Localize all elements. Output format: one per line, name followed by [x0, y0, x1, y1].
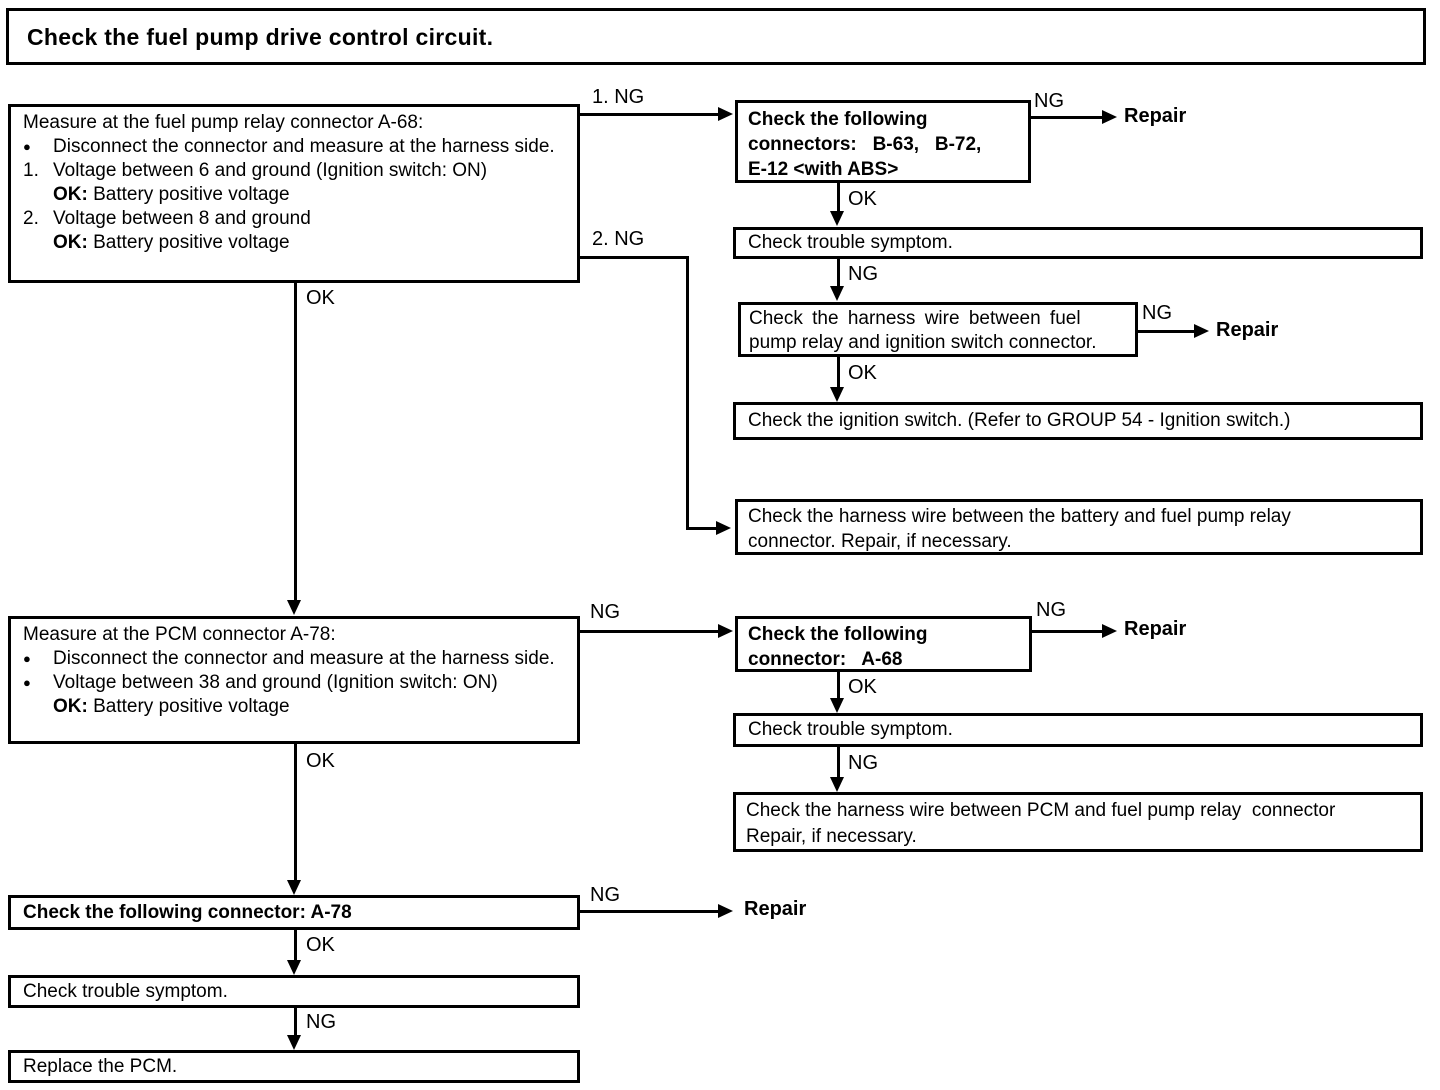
arrowhead-right-icon: [716, 521, 731, 535]
edge-label-ok: OK: [848, 188, 877, 210]
edge-label-ok: OK: [848, 676, 877, 698]
terminal-repair: Repair: [1216, 319, 1279, 341]
edge-label-ok: OK: [306, 934, 335, 956]
edge-line: [580, 910, 720, 913]
arrowhead-down-icon: [287, 960, 301, 975]
terminal-repair: Repair: [1124, 105, 1187, 127]
edge-label-1ng: 1. NG: [592, 86, 645, 108]
edge-line: [294, 930, 297, 962]
edge-label-ok: OK: [848, 362, 877, 384]
node-check-trouble-symptom-3: Check trouble symptom.: [8, 975, 580, 1008]
edge-label-ng: NG: [1034, 90, 1064, 112]
edge-line: [837, 672, 840, 699]
relay-heading: Measure at the fuel pump relay connector…: [23, 112, 424, 133]
arrowhead-down-icon: [830, 777, 844, 792]
edge-label-ng: NG: [590, 884, 620, 906]
pcm-ok: OK: Battery positive voltage: [53, 696, 290, 717]
arrowhead-down-icon: [830, 211, 844, 226]
arrowhead-right-icon: [1194, 324, 1209, 338]
arrowhead-right-icon: [718, 624, 733, 638]
edge-line: [294, 744, 297, 881]
pcm-bullet2: ● Voltage between 38 and ground (Ignitio…: [23, 672, 498, 693]
arrowhead-down-icon: [830, 387, 844, 402]
edge-label-ng: NG: [848, 752, 878, 774]
relay-bullet1: ● Disconnect the connector and measure a…: [23, 136, 555, 157]
terminal-repair: Repair: [744, 898, 807, 920]
terminal-repair: Repair: [1124, 618, 1187, 640]
relay-step1: 1. Voltage between 6 and ground (Ignitio…: [23, 160, 488, 181]
edge-line: [1032, 630, 1104, 633]
node-measure-relay: Measure at the fuel pump relay connector…: [8, 104, 580, 283]
pcm-bullet1: ● Disconnect the connector and measure a…: [23, 648, 555, 669]
node-check-trouble-symptom-2: Check trouble symptom.: [733, 713, 1423, 747]
node-harness-pcm: Check the harness wire between PCM and f…: [733, 792, 1423, 852]
arrowhead-down-icon: [287, 880, 301, 895]
edge-label-ok: OK: [306, 287, 335, 309]
node-replace-pcm: Replace the PCM.: [8, 1050, 580, 1083]
edge-label-2ng: 2. NG: [592, 228, 645, 250]
edge-line: [580, 630, 720, 633]
edge-line: [837, 747, 840, 778]
edge-line: [294, 1008, 297, 1036]
edge-label-ok: OK: [306, 750, 335, 772]
arrowhead-right-icon: [1102, 624, 1117, 638]
edge-line: [294, 283, 297, 601]
edge-line: [1138, 330, 1196, 333]
edge-label-ng: NG: [306, 1011, 336, 1033]
page-title: Check the fuel pump drive control circui…: [27, 23, 494, 50]
title-box: Check the fuel pump drive control circui…: [6, 8, 1426, 65]
edge-label-ng: NG: [590, 601, 620, 623]
node-check-trouble-symptom-1: Check trouble symptom.: [733, 227, 1423, 259]
arrowhead-right-icon: [718, 904, 733, 918]
arrowhead-down-icon: [287, 1035, 301, 1050]
relay-ok1: OK: Battery positive voltage: [53, 184, 290, 205]
edge-label-ng: NG: [1036, 599, 1066, 621]
pcm-heading: Measure at the PCM connector A-78:: [23, 624, 336, 645]
edge-line: [686, 527, 718, 530]
relay-step2: 2. Voltage between 8 and ground: [23, 208, 311, 229]
edge-line: [1030, 116, 1104, 119]
edge-label-ng: NG: [848, 263, 878, 285]
edge-line: [580, 113, 720, 116]
relay-ok2: OK: Battery positive voltage: [53, 232, 290, 253]
edge-line: [837, 259, 840, 287]
arrowhead-down-icon: [287, 600, 301, 615]
edge-label-ng: NG: [1142, 302, 1172, 324]
node-harness-ignition: Check the harness wire between fuel pump…: [738, 302, 1138, 357]
arrowhead-down-icon: [830, 286, 844, 301]
edge-line: [837, 357, 840, 388]
bullet-icon: ●: [23, 139, 31, 154]
node-harness-battery: Check the harness wire between the batte…: [735, 499, 1423, 555]
node-check-connectors: Check the following connectors: B-63, B-…: [735, 100, 1031, 183]
edge-line: [686, 256, 689, 530]
node-check-connector-a68: Check the following connector: A-68: [735, 616, 1032, 672]
arrowhead-right-icon: [718, 107, 733, 121]
arrowhead-right-icon: [1102, 110, 1117, 124]
node-check-connector-a78: Check the following connector: A-78: [8, 895, 580, 930]
node-check-ignition-switch: Check the ignition switch. (Refer to GRO…: [733, 402, 1423, 440]
bullet-icon: ●: [23, 651, 31, 666]
node-measure-pcm: Measure at the PCM connector A-78: ● Dis…: [8, 616, 580, 744]
edge-line: [580, 256, 689, 259]
arrowhead-down-icon: [830, 698, 844, 713]
edge-line: [837, 183, 840, 212]
bullet-icon: ●: [23, 675, 31, 690]
